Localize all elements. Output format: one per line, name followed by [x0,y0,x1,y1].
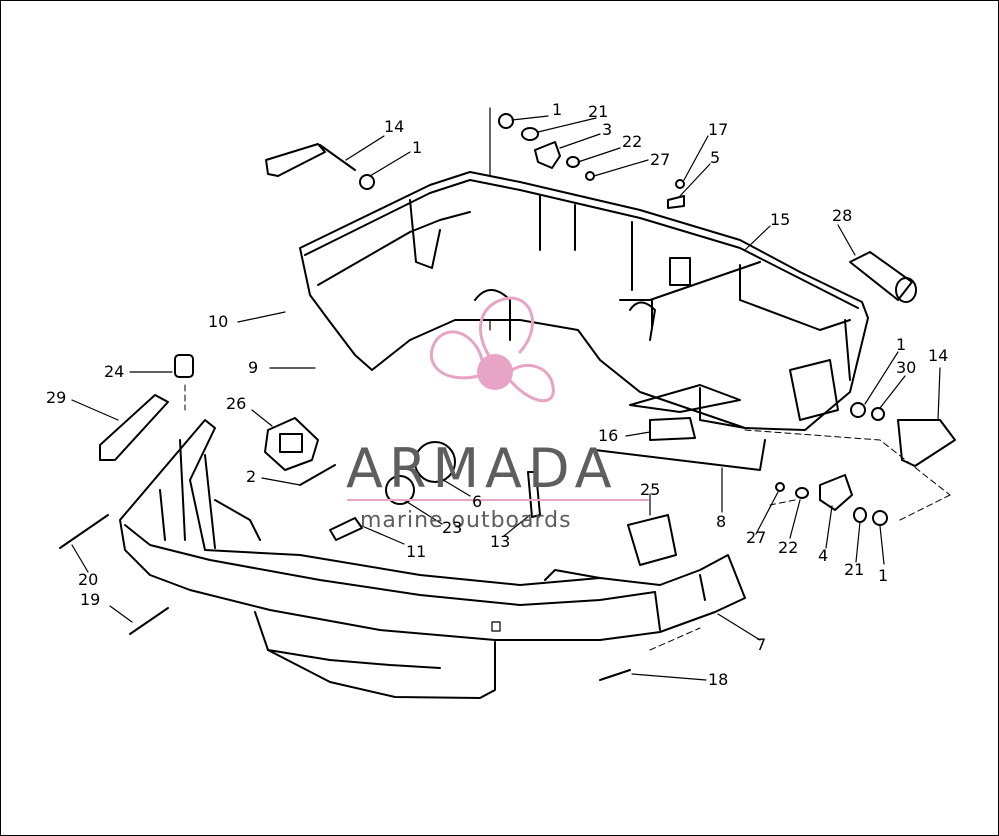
upper-cover-part [299,171,869,431]
watermark-brand: ARMADA [346,437,618,500]
lower-pan-part [119,419,746,699]
callout-label: 3 [602,120,613,139]
callout-label: 21 [844,560,865,579]
callout-label: 4 [818,546,829,565]
callout-label: 14 [928,346,949,365]
hardware-parts [59,113,956,681]
watermark-tagline: marine outboards [360,508,572,533]
callout-label: 1 [878,566,889,585]
callout-label: 17 [708,120,729,139]
callout-label: 7 [756,635,767,654]
callout-label: 25 [640,480,661,499]
callout-label: 20 [78,570,99,589]
callout-label: 2 [246,467,257,486]
propeller-icon [347,296,649,501]
callout-label: 29 [46,388,67,407]
callout-label: 13 [490,532,511,551]
callout-label: 30 [896,358,917,377]
callout-label: 9 [248,358,259,377]
callout-label: 10 [208,312,229,331]
callout-label: 24 [104,362,125,381]
callout-label: 27 [650,150,671,169]
callout-label: 23 [442,518,463,537]
callout-label: 14 [384,117,405,136]
callout-label: 11 [406,542,427,561]
callout-label: 6 [472,492,483,511]
callout-label: 16 [598,426,619,445]
callout-label: 8 [716,512,727,531]
leader-lines [71,115,941,681]
callout-label: 19 [80,590,101,609]
callout-label: 15 [770,210,791,229]
callout-label: 1 [552,100,563,119]
callout-label: 22 [622,132,643,151]
callout-label: 28 [832,206,853,225]
callout-label: 1 [896,335,907,354]
callout-label: 27 [746,528,767,547]
assembly-guide-lines [184,384,951,651]
callout-label: 5 [710,148,721,167]
callout-label: 26 [226,394,247,413]
callout-label: 22 [778,538,799,557]
callout-label: 1 [412,138,423,157]
callout-label: 18 [708,670,729,689]
callout-label: 21 [588,102,609,121]
